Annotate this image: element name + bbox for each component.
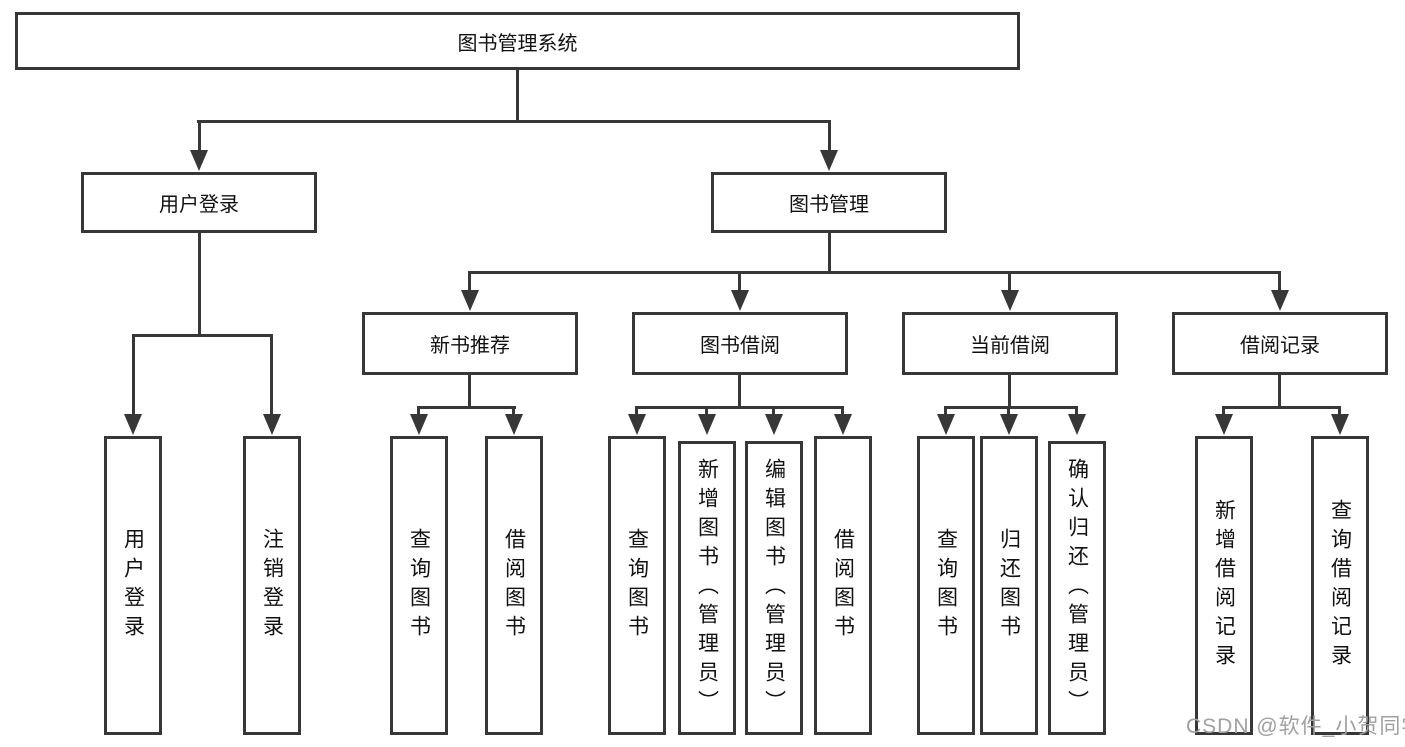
connector-line [132,334,273,337]
node-root: 图书管理系统 [15,12,1020,70]
node-leaf-query-borrow-record-label: 查询借阅记录 [1328,498,1352,673]
node-borrow-records-label: 借阅记录 [1240,335,1320,357]
node-leaf-add-books-admin: 新增图书（管理员） [678,441,736,735]
node-leaf-return-books: 归还图书 [980,436,1038,735]
connector-arrow [937,414,955,435]
connector-arrow [1001,290,1019,311]
node-leaf-user-login-label: 用户登录 [121,527,145,644]
node-leaf-borrow-books-2-label: 借阅图书 [831,527,855,644]
node-leaf-edit-books-admin-label: 编辑图书（管理员） [762,457,786,719]
node-new-book-recommend-label: 新书推荐 [430,335,510,357]
connector-line [1075,406,1078,416]
connector-line [197,120,831,123]
connector-line [468,375,471,408]
connector-arrow [731,290,749,311]
node-root-label: 图书管理系统 [457,32,578,55]
node-new-book-recommend: 新书推荐 [362,312,578,375]
connector-line [738,375,741,408]
csdn-watermark: CSDN @软件_小贺同学 [1186,715,1405,738]
connector-arrow [461,290,479,311]
node-leaf-query-books-1-label: 查询图书 [407,527,431,644]
node-leaf-add-borrow-record: 新增借阅记录 [1195,436,1253,735]
connector-arrow [263,414,281,435]
node-leaf-query-books-1: 查询图书 [390,436,448,735]
connector-line [512,406,515,416]
connector-line [944,406,1078,409]
node-leaf-query-books-3-label: 查询图书 [934,527,958,644]
node-current-borrow-label: 当前借阅 [970,335,1050,357]
connector-line [1278,375,1281,408]
connector-arrow [1068,414,1086,435]
connector-line [944,406,947,416]
node-leaf-query-borrow-record: 查询借阅记录 [1311,436,1369,735]
node-leaf-return-books-label: 归还图书 [997,527,1021,644]
connector-line [841,406,844,416]
connector-line [635,406,638,416]
connector-line [1222,406,1341,409]
connector-line [772,406,775,416]
connector-arrow [190,150,208,171]
connector-line [635,406,844,409]
connector-arrow [1215,414,1233,435]
connector-arrow [698,414,716,435]
connector-line [516,70,519,120]
connector-line [468,271,471,292]
connector-line [417,406,516,409]
connector-line [270,334,273,416]
node-leaf-confirm-return-admin-label: 确认归还（管理员） [1065,457,1089,719]
connector-line [705,406,708,416]
node-leaf-borrow-books-2: 借阅图书 [814,436,872,735]
node-leaf-user-login: 用户登录 [104,436,162,735]
connector-arrow [834,414,852,435]
node-leaf-query-books-2: 查询图书 [608,436,666,735]
connector-line [198,120,201,152]
connector-line [1008,271,1011,292]
node-user-login: 用户登录 [81,172,317,233]
node-borrow-records: 借阅记录 [1172,312,1388,375]
connector-arrow [410,414,428,435]
connector-arrow [505,414,523,435]
node-book-borrow: 图书借阅 [632,312,848,375]
node-leaf-confirm-return-admin: 确认归还（管理员） [1048,441,1106,735]
node-user-login-label: 用户登录 [159,194,239,216]
connector-arrow [628,414,646,435]
connector-line [1338,406,1341,416]
connector-arrow [1000,414,1018,435]
connector-line [1008,375,1011,408]
connector-line [1222,406,1225,416]
connector-line [417,406,420,416]
node-leaf-borrow-books-1-label: 借阅图书 [502,527,526,644]
connector-line [738,271,741,292]
node-current-borrow: 当前借阅 [902,312,1118,375]
connector-arrow [1331,414,1349,435]
node-leaf-add-books-admin-label: 新增图书（管理员） [695,457,719,719]
node-book-borrow-label: 图书借阅 [700,335,780,357]
node-leaf-borrow-books-1: 借阅图书 [485,436,543,735]
node-leaf-logout-label: 注销登录 [260,527,284,644]
connector-arrow [820,150,838,171]
node-book-management-label: 图书管理 [789,194,869,216]
node-leaf-edit-books-admin: 编辑图书（管理员） [745,441,803,735]
node-leaf-query-books-2-label: 查询图书 [625,527,649,644]
connector-line [1007,406,1010,416]
node-leaf-logout: 注销登录 [243,436,301,735]
node-book-management: 图书管理 [711,172,947,233]
node-leaf-add-borrow-record-label: 新增借阅记录 [1212,498,1236,673]
connector-arrow [1271,290,1289,311]
connector-line [198,233,201,336]
connector-line [1278,271,1281,292]
connector-arrow [765,414,783,435]
connector-arrow [124,414,142,435]
connector-line [828,233,831,273]
connector-line [132,334,135,416]
node-leaf-query-books-3: 查询图书 [917,436,975,735]
connector-line [468,271,1281,274]
connector-line [828,120,831,152]
